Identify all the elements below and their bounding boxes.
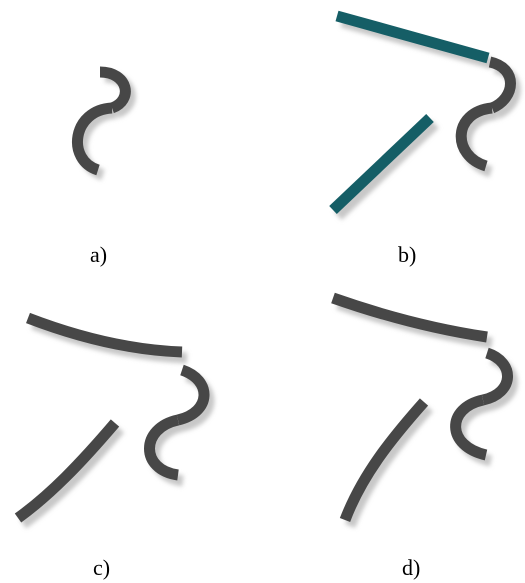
panel-c-upper-hook (176, 364, 210, 426)
panel-d-drawing (331, 292, 518, 528)
panel-b-diagonal-bar (329, 114, 434, 214)
panel-c-lower-hook (144, 414, 180, 481)
panel-a-strokes (72, 66, 131, 176)
panel-d-caption: d) (402, 555, 421, 580)
panel-a-lower-hook (72, 102, 113, 176)
panel-a-upper-hook (99, 66, 131, 114)
panel-c-diagonal-curve (14, 419, 120, 523)
panel-c-drawing (14, 312, 215, 529)
panel-b-upper-hook (488, 56, 516, 114)
panel-c-upper-curve (26, 312, 183, 358)
panel-d-strokes (331, 292, 513, 522)
panel-a-drawing (72, 66, 136, 181)
panel-b-upper-bar (335, 10, 490, 64)
panel-d-diagonal-curve (339, 398, 429, 522)
panel-c-caption: c) (93, 555, 111, 580)
panel-b-dark-strokes (455, 56, 516, 172)
panel-a-caption: a) (90, 242, 108, 267)
panel-d-lower-hook (450, 394, 488, 461)
panel-b-lower-hook (455, 102, 493, 172)
panel-b-caption: b) (398, 242, 417, 267)
panel-d-upper-curve (331, 292, 488, 343)
panel-c-strokes (14, 312, 210, 523)
panel-d-upper-hook (481, 347, 513, 406)
panel-b-teal-strokes (329, 10, 490, 214)
panel-b-drawing (329, 10, 521, 220)
